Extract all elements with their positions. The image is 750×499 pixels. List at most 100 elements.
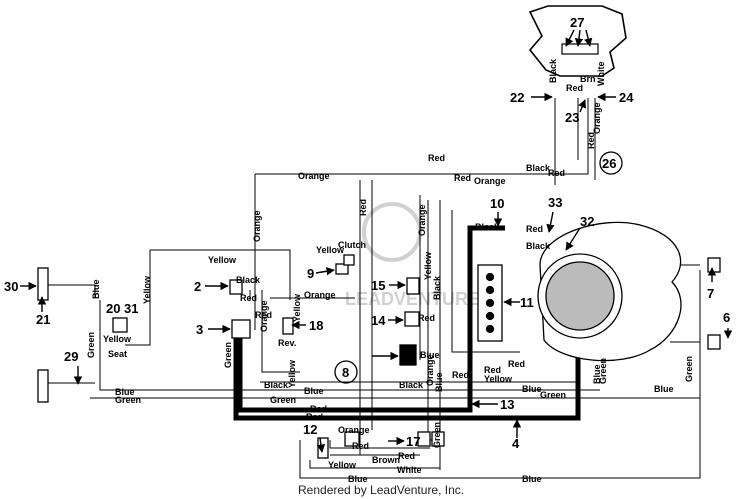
label-red: Red bbox=[310, 404, 327, 414]
label-black: Black bbox=[264, 380, 289, 390]
callout-numbers: 1 2 3 4 6 7 8 9 10 11 12 13 14 15 17 18 … bbox=[4, 15, 730, 451]
label-black: Black bbox=[526, 163, 551, 173]
label-red: Red bbox=[352, 441, 369, 451]
components bbox=[37, 221, 721, 459]
label-white: White bbox=[397, 465, 422, 475]
callout-3: 3 bbox=[196, 322, 203, 337]
label-black: Black bbox=[475, 222, 500, 232]
label-orange: Orange bbox=[425, 354, 435, 386]
label-black: Black bbox=[399, 380, 424, 390]
label-red: Red bbox=[418, 313, 435, 323]
label-green: Green bbox=[115, 395, 141, 405]
label-yellow: Yellow bbox=[142, 275, 152, 304]
callout-10: 10 bbox=[490, 196, 504, 211]
label-black: Black bbox=[526, 241, 551, 251]
callout-30: 30 bbox=[4, 279, 18, 294]
label-red: Red bbox=[566, 83, 583, 93]
label-blue: Blue bbox=[420, 350, 440, 360]
seat-switch bbox=[112, 317, 128, 333]
footer-credit: Rendered by LeadVenture, Inc. bbox=[298, 483, 464, 497]
callout-4: 4 bbox=[512, 436, 520, 451]
label-yellow: Yellow bbox=[103, 334, 132, 344]
label-white: White bbox=[596, 62, 606, 87]
callout-9: 9 bbox=[307, 266, 314, 281]
label-orange: Orange bbox=[417, 204, 427, 236]
label-red: Red bbox=[240, 293, 257, 303]
callout-23: 23 bbox=[565, 110, 579, 125]
label-red: Red bbox=[548, 168, 565, 178]
callout-33: 33 bbox=[548, 195, 562, 210]
label-blue: Blue bbox=[434, 372, 444, 392]
label-red: Red bbox=[586, 132, 596, 149]
callout-8: 8 bbox=[342, 365, 349, 380]
callout-29: 29 bbox=[64, 349, 78, 364]
label-red: Red bbox=[428, 153, 445, 163]
callout-32: 32 bbox=[580, 214, 594, 229]
label-blue: Blue bbox=[304, 386, 324, 396]
label-green: Green bbox=[270, 395, 296, 405]
callout-17: 17 bbox=[406, 434, 420, 449]
label-blue: Blue bbox=[522, 384, 542, 394]
label-brown: Brown bbox=[372, 455, 400, 465]
relay-14 bbox=[404, 311, 420, 327]
label-black: Black bbox=[548, 58, 558, 83]
label-blue: Blue bbox=[115, 387, 135, 397]
light-right-lower bbox=[707, 334, 721, 350]
callout-6: 6 bbox=[723, 310, 730, 325]
label-yellow: Yellow bbox=[484, 374, 513, 384]
callout-13: 13 bbox=[500, 397, 514, 412]
callout-12: 12 bbox=[303, 422, 317, 437]
module-17-b bbox=[431, 431, 445, 447]
label-black: Black bbox=[236, 275, 261, 285]
label-red: Red bbox=[484, 365, 501, 375]
label-blue: Blue bbox=[348, 474, 368, 484]
watermark-text: LEADVENTURE bbox=[345, 289, 480, 309]
fuse-15 bbox=[406, 277, 420, 295]
label-green: Green bbox=[432, 422, 442, 448]
module-17-a bbox=[417, 431, 431, 447]
callout-21: 21 bbox=[36, 312, 50, 327]
wire-color-labels: Orange Orange Red Black Red Red Black Br… bbox=[86, 58, 694, 484]
label-green: Green bbox=[86, 332, 96, 358]
switch-12 bbox=[317, 437, 329, 459]
callout-leaders bbox=[20, 29, 733, 453]
label-red: Red bbox=[255, 310, 272, 320]
label-green: Green bbox=[540, 390, 566, 400]
label-yellow: Yellow bbox=[316, 245, 345, 255]
label-red: Red bbox=[452, 370, 469, 380]
label-yellow: Yellow bbox=[292, 293, 302, 322]
circled-callouts bbox=[334, 151, 623, 384]
callout-14: 14 bbox=[371, 313, 386, 328]
label-orange: Orange bbox=[304, 290, 336, 300]
headlight-left-upper bbox=[37, 267, 49, 301]
label-seat: Seat bbox=[108, 349, 127, 359]
label-yellow: Yellow bbox=[423, 251, 433, 280]
callout-15: 15 bbox=[371, 278, 385, 293]
label-green: Green bbox=[684, 356, 694, 382]
callout-2: 2 bbox=[194, 279, 201, 294]
label-red: Red bbox=[358, 199, 368, 216]
label-red: Red bbox=[454, 173, 471, 183]
label-red: Red bbox=[306, 412, 323, 422]
callout-11: 11 bbox=[520, 295, 534, 310]
callout-24: 24 bbox=[619, 90, 634, 105]
callout-1: 1 bbox=[404, 349, 411, 364]
callout-26: 26 bbox=[602, 156, 616, 171]
label-yellow: Yellow bbox=[287, 359, 297, 388]
main-harness bbox=[233, 225, 581, 421]
label-rev: Rev. bbox=[278, 338, 296, 348]
switch-9 bbox=[335, 263, 349, 275]
label-yellow: Yellow bbox=[208, 255, 237, 265]
callout-7: 7 bbox=[707, 286, 714, 301]
callout-18: 18 bbox=[309, 318, 323, 333]
label-orange: Orange bbox=[298, 171, 330, 181]
starter-solenoid bbox=[399, 344, 417, 366]
label-blue: Blue bbox=[522, 474, 542, 484]
callout-22: 22 bbox=[510, 90, 524, 105]
connector-28 bbox=[343, 254, 355, 266]
label-red: Red bbox=[508, 359, 525, 369]
headlight-left-lower bbox=[37, 369, 49, 403]
label-blue: Blue bbox=[654, 384, 674, 394]
label-orange: Orange bbox=[592, 102, 602, 134]
